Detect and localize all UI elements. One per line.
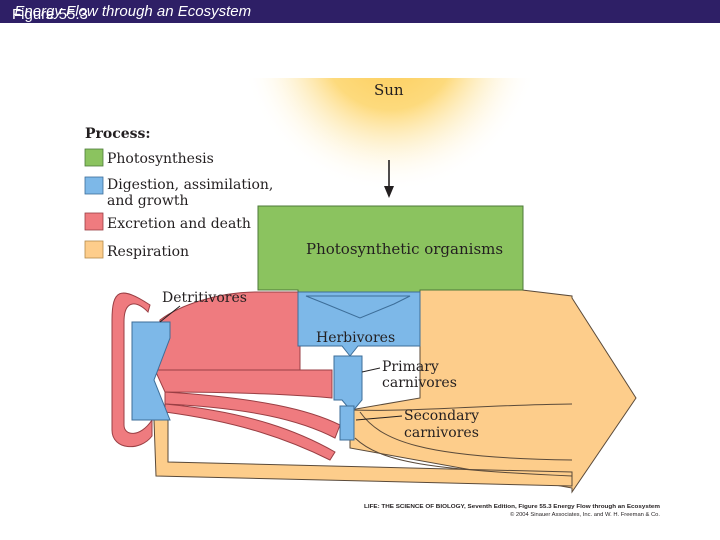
primary-carnivores-box <box>333 355 363 413</box>
photosynthetic-organisms-label: Photosynthetic organisms <box>306 240 503 258</box>
herbivores-box <box>297 291 421 357</box>
excretion-from-primary <box>164 391 341 439</box>
detritivores-label: Detritivores <box>162 290 247 306</box>
legend-label-respiration: Respiration <box>107 244 189 260</box>
process-legend: Process: Photosynthesis Digestion, assim… <box>84 126 278 260</box>
legend-swatch-excretion <box>84 212 104 231</box>
secondary-carnivores-pointer <box>355 415 403 421</box>
excretion-from-herbivores <box>154 369 333 399</box>
credit-line-1: LIFE: THE SCIENCE OF BIOLOGY, Seventh Ed… <box>364 504 660 510</box>
respiration-big-arrow <box>349 289 637 494</box>
detritivores-box <box>131 321 171 421</box>
primary-carnivores-pointer <box>361 367 381 373</box>
primary-carnivores-line-2: carnivores <box>382 375 457 391</box>
respiration-secondary-stream <box>354 437 573 477</box>
excretion-from-secondary <box>164 403 336 461</box>
sunlight-arrow-head <box>384 186 394 198</box>
respiration-flows <box>153 289 637 494</box>
legend-label-digestion-line-2: and growth <box>107 193 188 209</box>
primary-carnivores-line-1: Primary <box>382 359 439 375</box>
detritivores-pointer <box>159 305 181 323</box>
credit-line-2: © 2004 Sinauer Associates, Inc. and W. H… <box>510 511 660 518</box>
sun-label: Sun <box>374 81 404 99</box>
legend-label-digestion: Digestion, assimilation, and growth <box>107 177 278 209</box>
sun-glow <box>248 78 538 196</box>
legend-swatch-photosynthesis <box>84 148 104 167</box>
herbivores-label: Herbivores <box>316 330 395 346</box>
title-bar: Figure 55.3 Energy Flow through an Ecosy… <box>0 0 720 23</box>
legend-swatch-respiration <box>84 240 104 259</box>
respiration-primary-stream <box>359 411 573 461</box>
legend-swatch-digestion <box>84 176 104 195</box>
legend-title: Process: <box>85 126 151 142</box>
primary-carnivores-label: Primary carnivores <box>382 359 457 391</box>
secondary-carnivores-line-1: Secondary <box>404 408 479 424</box>
legend-label-digestion-line-1: Digestion, assimilation, <box>107 177 273 193</box>
herbivore-intake-funnel <box>305 295 411 319</box>
secondary-carnivores-line-2: carnivores <box>404 425 479 441</box>
figure-number: Figure 55.3 <box>12 6 88 23</box>
respiration-herbivore-stream <box>349 403 573 411</box>
legend-label-photosynthesis: Photosynthesis <box>107 151 214 167</box>
figure-title: Energy Flow through an Ecosystem <box>14 3 252 20</box>
excretion-flows <box>111 291 341 461</box>
excretion-detritivore-loop <box>111 292 153 448</box>
secondary-carnivores-label: Secondary carnivores <box>404 408 484 441</box>
secondary-carnivores-box <box>339 405 355 441</box>
legend-label-excretion: Excretion and death <box>107 216 251 232</box>
figure-caption: Figure 55.3 Energy Flow through an Ecosy… <box>6 3 252 23</box>
